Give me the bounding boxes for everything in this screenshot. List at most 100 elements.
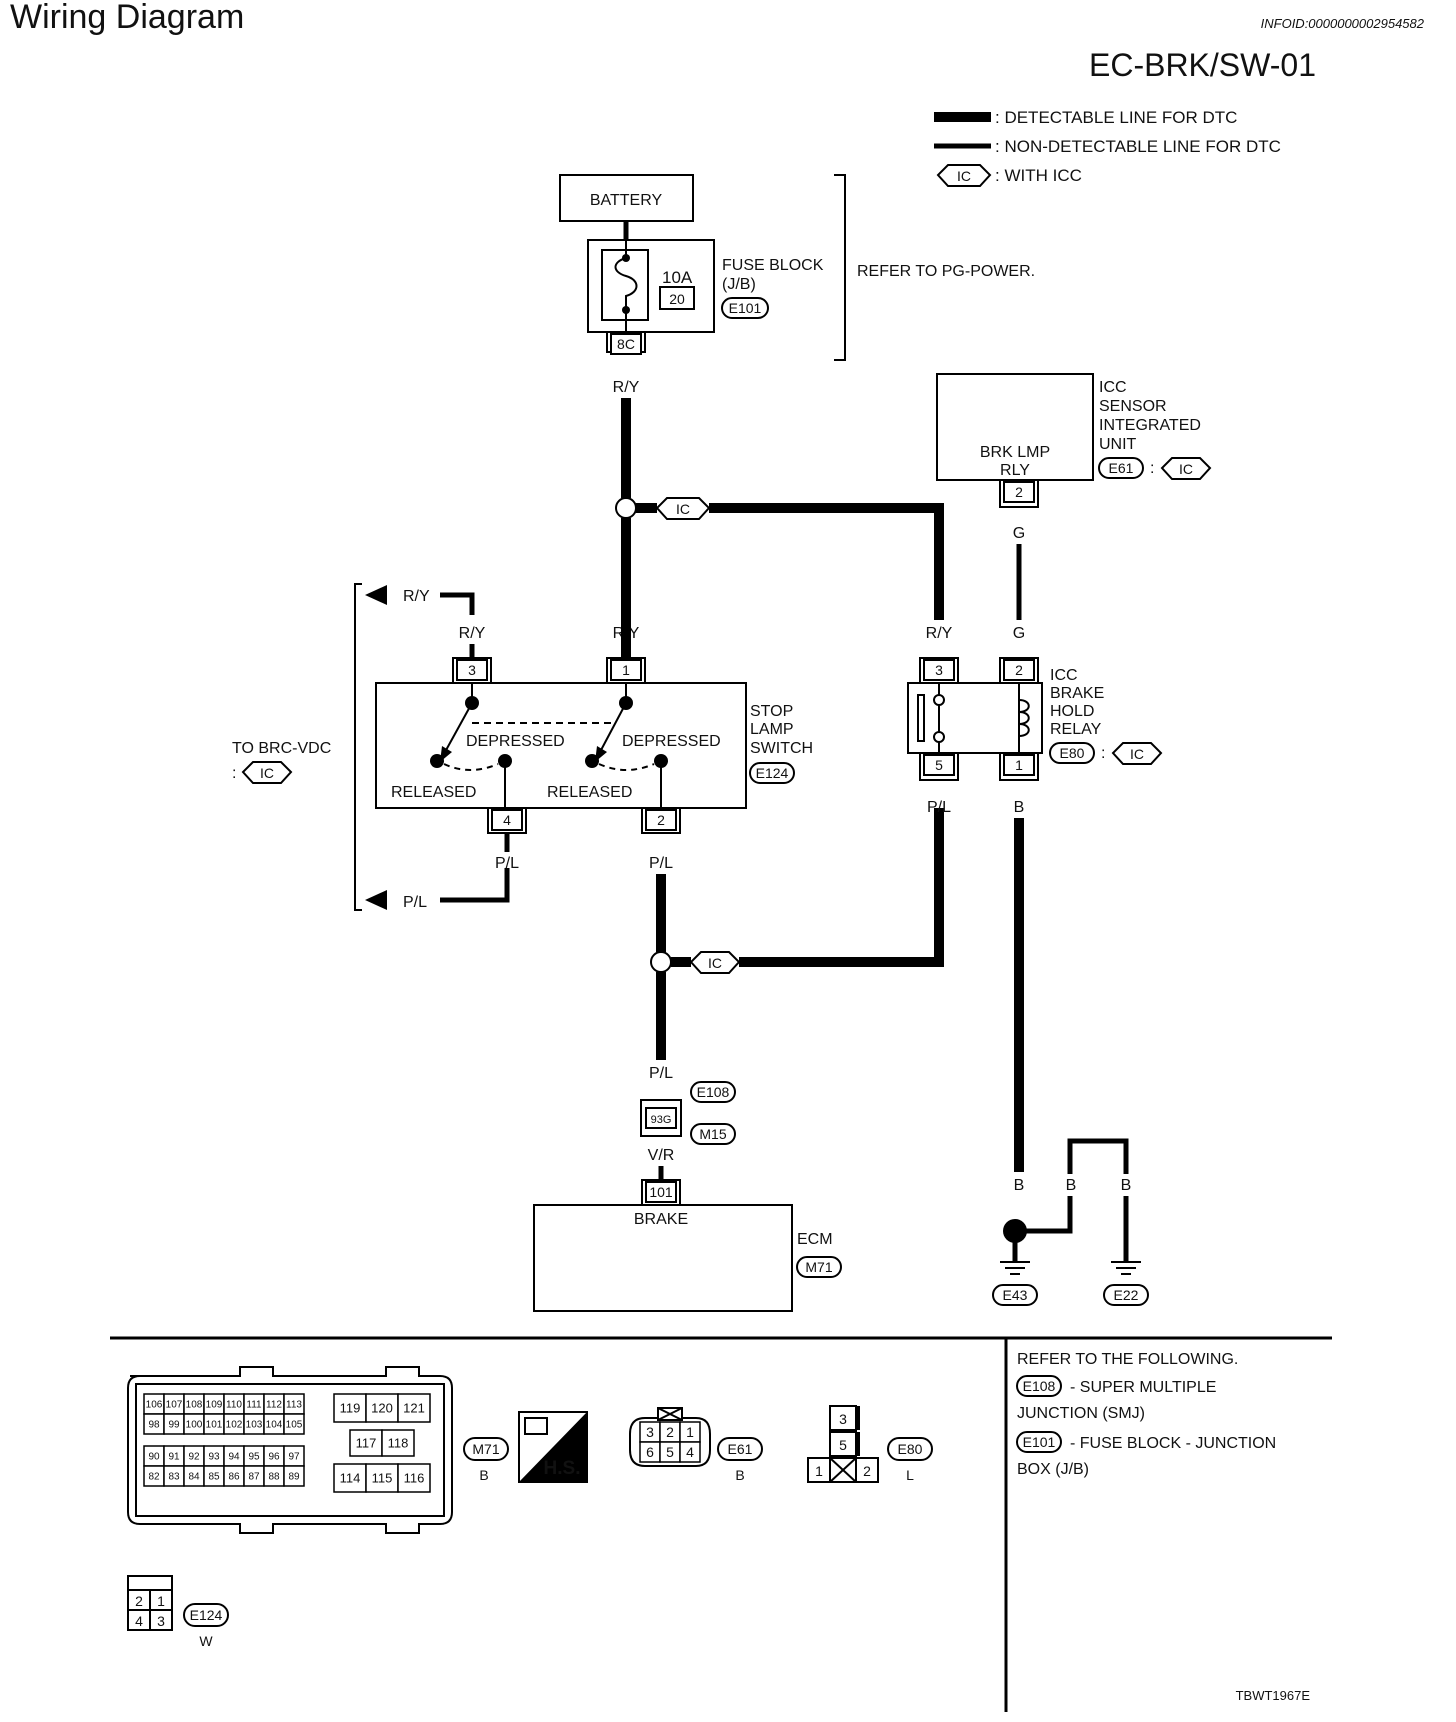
- m71-pin-label: 114: [340, 1471, 361, 1486]
- ecm-box: [533, 1204, 793, 1312]
- fuse-connector-e101: E101: [721, 297, 769, 319]
- m71-connector-tag: M71: [463, 1437, 509, 1461]
- icc-colon: :: [1150, 460, 1154, 477]
- wire-label-ry-branch: R/Y: [403, 588, 430, 605]
- arrow-ry-left: [365, 585, 387, 605]
- fuse-block-label-1: FUSE BLOCK: [722, 257, 824, 274]
- stop-lamp-terminal-3: 3: [452, 657, 492, 683]
- svg-text:4: 4: [503, 812, 511, 828]
- m71-pin-label: 110: [226, 1400, 242, 1411]
- arrow-pl-left: [365, 890, 387, 910]
- m71-pin-label: 83: [168, 1472, 180, 1483]
- depressed-label-left: DEPRESSED: [466, 733, 565, 750]
- m71-pin-label: 103: [246, 1420, 263, 1431]
- relay-name-2: BRAKE: [1050, 685, 1104, 702]
- brc-ic-tag: IC: [241, 761, 293, 784]
- m71-pin-label: 111: [246, 1400, 262, 1411]
- stop-lamp-switch-box: [375, 682, 747, 809]
- svg-text:E101: E101: [1023, 1434, 1056, 1450]
- svg-text:5: 5: [935, 757, 943, 773]
- legend-non-detectable-text: : NON-DETECTABLE LINE FOR DTC: [995, 137, 1281, 156]
- wire-label-ry-relay: R/Y: [926, 625, 953, 642]
- ecm-terminal-101: 101: [641, 1179, 681, 1205]
- wire-label-b-ground-2: B: [1066, 1177, 1077, 1194]
- junction-connector-m15: M15: [690, 1123, 736, 1145]
- m71-pin: [397, 1463, 431, 1493]
- svg-text:93G: 93G: [651, 1114, 672, 1126]
- m71-pin-label: 82: [148, 1472, 160, 1483]
- depressed-label-right: DEPRESSED: [622, 733, 721, 750]
- fuse-rating: 10A: [662, 268, 693, 287]
- released-label-right: RELEASED: [547, 784, 632, 801]
- relay-name-1: ICC: [1050, 667, 1078, 684]
- icc-connector-e61: E61: [1098, 457, 1144, 479]
- svg-text:2: 2: [1015, 662, 1023, 678]
- m71-pin-label: 90: [148, 1452, 160, 1463]
- relay-terminal-2: 2: [999, 657, 1039, 683]
- info-id: INFOID:0000000002954582: [1261, 16, 1425, 31]
- e124-connector-tag: E124: [183, 1603, 229, 1627]
- svg-text:1: 1: [815, 1463, 823, 1479]
- diagram-code: EC-BRK/SW-01: [1089, 47, 1316, 83]
- svg-text:M71: M71: [472, 1441, 499, 1457]
- relay-name-4: RELAY: [1050, 721, 1102, 738]
- junction-terminal-93g: 93G: [640, 1099, 682, 1137]
- m71-pin-label: 96: [268, 1452, 280, 1463]
- e61-color: B: [735, 1467, 744, 1483]
- stop-lamp-connector-e124: E124: [749, 762, 795, 784]
- ground-connector-e22: E22: [1103, 1284, 1149, 1306]
- e61-pin-label: 1: [686, 1424, 694, 1440]
- wire-label-b-relay: B: [1014, 799, 1025, 816]
- refer-item2-text-1: - FUSE BLOCK - JUNCTION: [1070, 1435, 1276, 1452]
- fuse-number: 20: [669, 291, 685, 307]
- m71-pin: [283, 1413, 305, 1435]
- ecm-connector-m71: M71: [796, 1256, 842, 1278]
- refer-e108-tag: E108: [1016, 1375, 1062, 1397]
- ground-icon-e43: [1000, 1261, 1030, 1275]
- wire-label-g-relay: G: [1013, 625, 1025, 642]
- wire-label-pl-relay: P/L: [927, 799, 951, 816]
- svg-text:H.S.: H.S.: [544, 1458, 581, 1479]
- m71-pin-label: 120: [371, 1401, 393, 1416]
- svg-text:1: 1: [157, 1593, 165, 1609]
- legend-detectable-text: : DETECTABLE LINE FOR DTC: [995, 108, 1237, 127]
- icc-pin-label-1: BRK LMP: [980, 444, 1050, 461]
- ecm-pin-label: BRAKE: [634, 1211, 688, 1228]
- e61-pin: [679, 1441, 701, 1463]
- connector-view-e80: 3 5 1 2: [807, 1405, 879, 1483]
- icc-sensor-name-1: ICC: [1099, 379, 1127, 396]
- svg-text:E61: E61: [728, 1441, 753, 1457]
- svg-text:101: 101: [649, 1184, 673, 1200]
- svg-text:3: 3: [157, 1613, 165, 1629]
- switch-blade-left: [444, 702, 473, 753]
- wire-label-pl-sw4: P/L: [495, 855, 519, 872]
- svg-text:IC: IC: [957, 168, 971, 184]
- ic-tag-bottom: IC: [689, 951, 741, 974]
- hs-badge: H.S.: [518, 1411, 588, 1483]
- svg-text:E80: E80: [898, 1441, 923, 1457]
- stop-lamp-terminal-4: 4: [487, 808, 527, 834]
- page-title: Wiring Diagram: [10, 0, 244, 36]
- relay-terminal-3: 3: [919, 657, 959, 683]
- wire-label-pl-sw2: P/L: [649, 855, 673, 872]
- battery-label: BATTERY: [590, 192, 663, 209]
- svg-text:5: 5: [839, 1437, 847, 1453]
- m71-pin-label: 101: [206, 1420, 223, 1431]
- wire-label-b-ground-1: B: [1014, 1177, 1025, 1194]
- m71-pin-label: 89: [288, 1472, 300, 1483]
- refer-bracket: [834, 174, 846, 361]
- wire-label-vr: V/R: [648, 1147, 675, 1164]
- relay-coil-icon: [1018, 699, 1030, 737]
- stop-lamp-terminal-1: 1: [606, 657, 646, 683]
- hs-connector-icon: [524, 1417, 548, 1435]
- svg-text:4: 4: [135, 1613, 143, 1629]
- m71-pin-label: 112: [266, 1400, 282, 1411]
- m71-color: B: [479, 1467, 488, 1483]
- stop-lamp-name-1: STOP: [750, 703, 793, 720]
- ic-tag-top: IC: [655, 497, 711, 520]
- brc-bracket: [354, 583, 362, 911]
- m71-pin-label: 91: [168, 1452, 180, 1463]
- legend-ic-tag: IC: [936, 164, 992, 187]
- svg-text:1: 1: [1015, 757, 1023, 773]
